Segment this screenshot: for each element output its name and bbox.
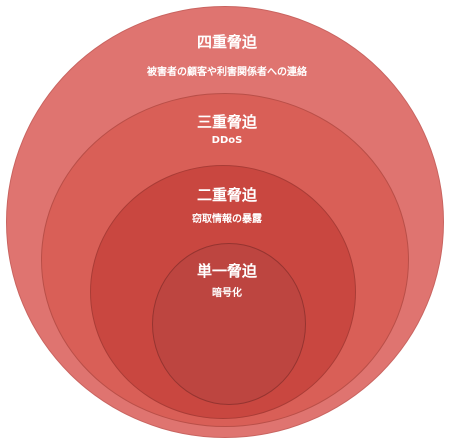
quadruple-extortion-title: 四重脅迫 bbox=[196, 33, 257, 51]
triple-extortion-desc: DDoS bbox=[211, 135, 243, 146]
single-extortion-desc: 暗号化 bbox=[212, 288, 242, 299]
triple-extortion-title: 三重脅迫 bbox=[196, 113, 257, 131]
double-extortion-desc: 窃取情報の暴露 bbox=[192, 214, 262, 225]
inner-ring-single-extortion bbox=[152, 243, 306, 405]
quadruple-extortion-desc: 被害者の顧客や利害関係者への連絡 bbox=[147, 67, 307, 78]
single-extortion-title: 単一脅迫 bbox=[196, 262, 257, 280]
double-extortion-title: 二重脅迫 bbox=[196, 186, 257, 204]
